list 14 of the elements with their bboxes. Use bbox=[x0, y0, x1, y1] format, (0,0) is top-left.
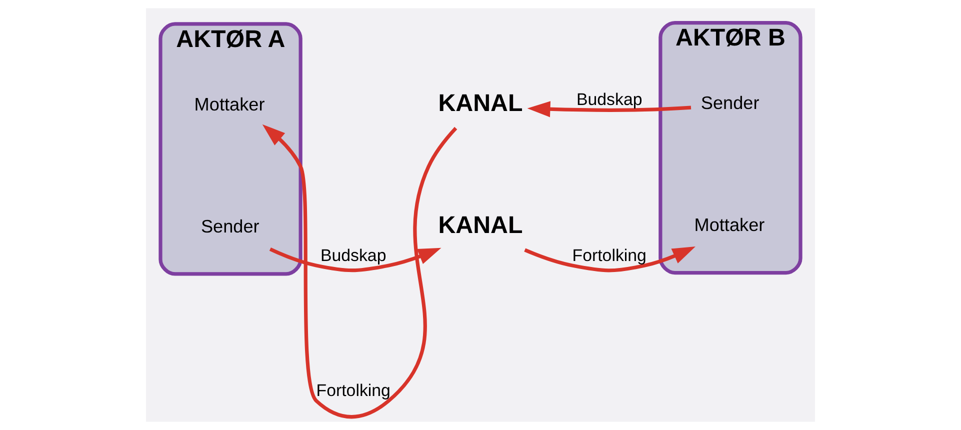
arrow bbox=[262, 124, 458, 418]
node-text: Mottaker bbox=[694, 215, 765, 236]
node-text: KANAL bbox=[438, 212, 523, 239]
arrow bbox=[269, 248, 442, 272]
arrow bbox=[527, 101, 692, 118]
node-text: Sender bbox=[700, 93, 760, 114]
edge-label: Fortolking bbox=[572, 246, 646, 265]
arrow bbox=[524, 246, 696, 272]
node-text: KANAL bbox=[438, 90, 523, 117]
node-text: Sender bbox=[200, 216, 260, 236]
edge-label: Fortolking bbox=[316, 381, 390, 400]
node-text: Mottaker bbox=[194, 94, 265, 114]
edge-label: Budskap bbox=[576, 90, 642, 110]
edge-label: Budskap bbox=[320, 246, 386, 265]
